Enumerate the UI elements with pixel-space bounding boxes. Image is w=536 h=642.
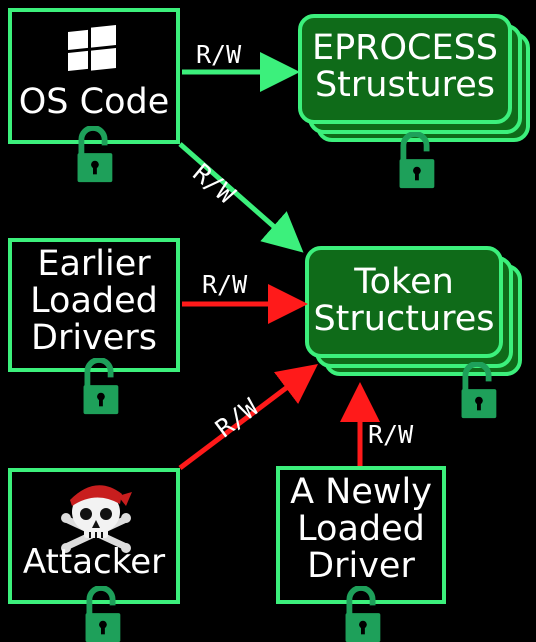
- arrow-attacker-to-token: [178, 363, 318, 470]
- edge-label-os-eprocess: R/W: [196, 40, 242, 69]
- arrow-os-to-token: [178, 142, 304, 253]
- earlier-drivers-line3: Drivers: [31, 318, 157, 359]
- eprocess-label-line1: EPROCESS: [311, 28, 499, 68]
- new-driver-line2: Loaded: [297, 509, 425, 550]
- earlier-drivers-line2: Loaded: [30, 281, 158, 322]
- unlocked-padlock-icon: [84, 360, 119, 414]
- earlier-drivers-label: Earlier Loaded Drivers: [8, 244, 180, 359]
- unlocked-padlock-icon: [400, 134, 435, 188]
- new-driver-label: A Newly Loaded Driver: [276, 472, 446, 587]
- unlocked-padlock-icon: [346, 588, 381, 642]
- eprocess-stack: [298, 14, 530, 142]
- edge-label-drivers-token: R/W: [202, 270, 248, 299]
- pirate-skull-icon: [61, 485, 132, 553]
- new-driver-line3: Driver: [307, 546, 415, 587]
- token-label: Token Structures: [307, 262, 501, 340]
- eprocess-label: EPROCESS Strustures: [300, 28, 510, 106]
- edge-label-newdriver-token: R/W: [368, 420, 414, 449]
- unlocked-padlock-icon: [78, 128, 113, 182]
- new-driver-box: [276, 466, 446, 604]
- windows-logo-icon: [68, 24, 116, 71]
- unlocked-padlock-icon: [86, 588, 121, 642]
- token-label-line1: Token: [354, 262, 454, 302]
- new-driver-line1: A Newly: [290, 472, 432, 512]
- token-label-line2: Structures: [313, 299, 495, 340]
- attacker-label: Attacker: [22, 542, 166, 582]
- os-code-label: OS Code: [18, 82, 170, 122]
- token-stack: [305, 246, 522, 376]
- eprocess-label-line2: Strustures: [314, 65, 496, 106]
- earlier-drivers-box: [8, 238, 180, 372]
- earlier-drivers-line1: Earlier: [37, 244, 151, 284]
